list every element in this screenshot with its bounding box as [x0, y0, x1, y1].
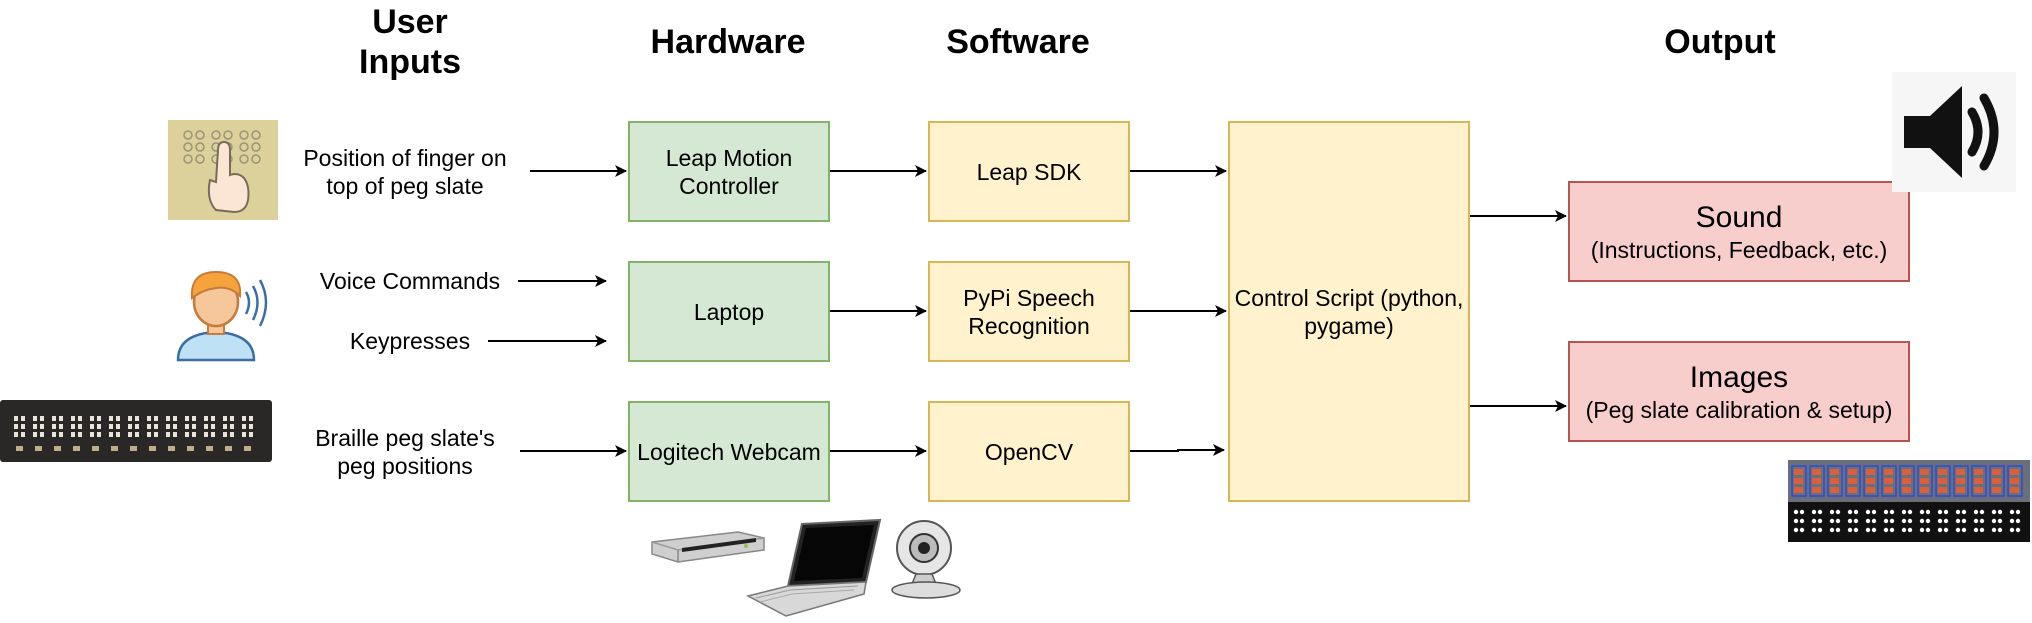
hardware-webcam: Logitech Webcam — [628, 401, 830, 502]
header-user-inputs: User Inputs — [359, 3, 461, 81]
input-label-voice: Voice Commands — [319, 268, 501, 294]
person-speaking-icon — [172, 262, 272, 362]
software-opencv: OpenCV — [928, 401, 1130, 502]
input-label-keypresses: Keypresses — [349, 328, 471, 354]
output-images-title: Images — [1689, 360, 1789, 394]
input-label-finger: Position of finger on top of peg slate — [303, 145, 507, 199]
output-images: Images (Peg slate calibration & setup) — [1568, 341, 1910, 442]
control-script: Control Script (python, pygame) — [1228, 121, 1470, 502]
output-sound-subtitle: (Instructions, Feedback, etc.) — [1590, 236, 1888, 263]
software-leap-sdk: Leap SDK — [928, 121, 1130, 222]
output-sound: Sound (Instructions, Feedback, etc.) — [1568, 181, 1910, 282]
header-software: Software — [946, 23, 1090, 61]
laptop-icon — [745, 518, 886, 618]
hardware-laptop: Laptop — [628, 261, 830, 362]
header-hardware: Hardware — [650, 23, 806, 61]
input-label-braille: Braille peg slate's peg positions — [315, 425, 495, 479]
hardware-leap-motion: Leap Motion Controller — [628, 121, 830, 222]
webcam-icon — [888, 518, 964, 602]
calibration-image — [1788, 460, 2030, 542]
leap-device-icon — [648, 528, 768, 568]
speaker-icon — [1892, 72, 2016, 192]
peg-slate-finger-icon — [168, 120, 278, 220]
output-images-subtitle: (Peg slate calibration & setup) — [1585, 396, 1893, 423]
header-output: Output — [1664, 23, 1776, 61]
software-speech-recognition: PyPi Speech Recognition — [928, 261, 1130, 362]
arrow-opencv-to-control — [1130, 444, 1225, 456]
output-sound-title: Sound — [1695, 200, 1783, 234]
braille-slate-photo — [0, 400, 272, 462]
